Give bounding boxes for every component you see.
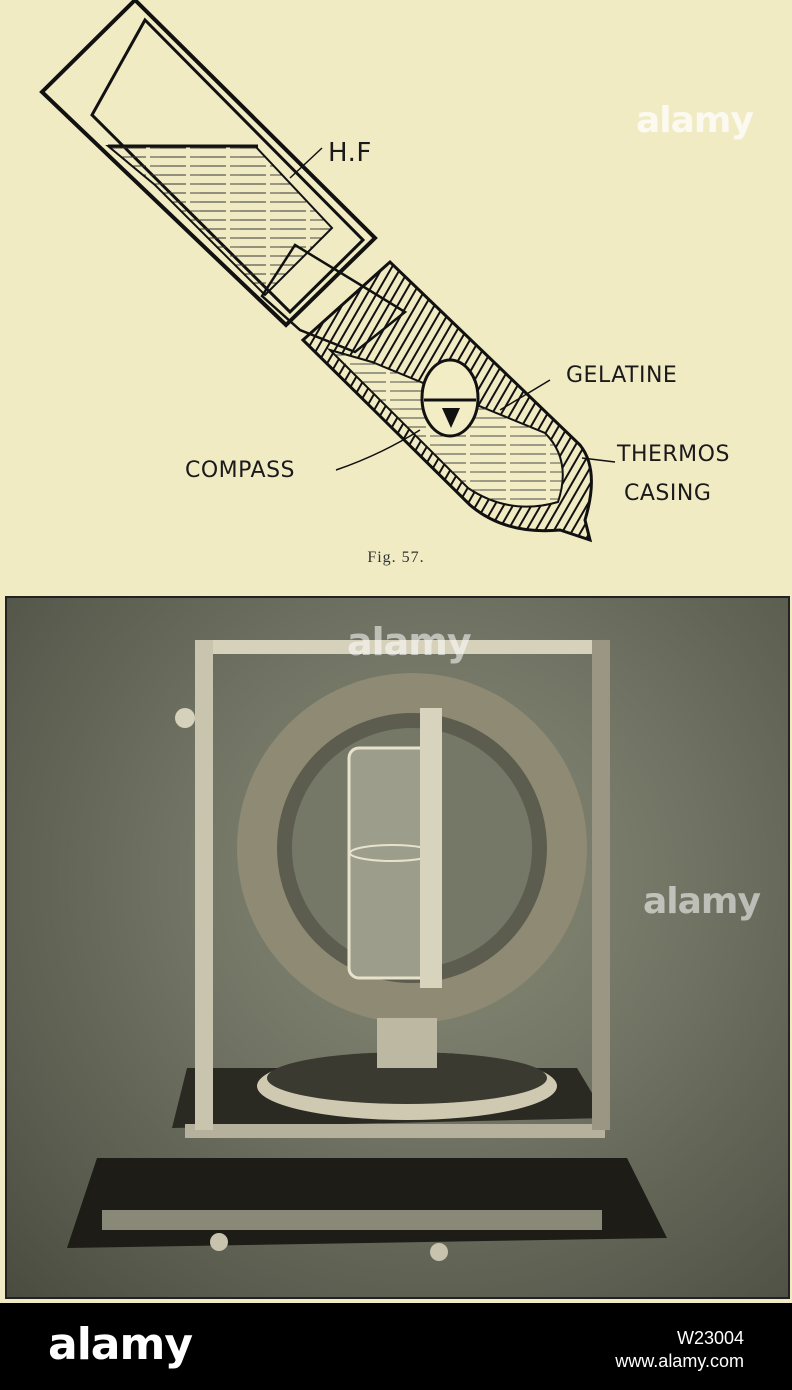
photo-watermark-top: alamy [347, 620, 471, 664]
diagram-watermark: alamy [636, 100, 753, 141]
instrument-illustration [7, 598, 788, 1297]
figure-caption: Fig. 57. [0, 549, 792, 567]
thermos-label-line1: THERMOS [617, 442, 730, 468]
gelatine-label: GELATINE [566, 363, 677, 389]
footer-logo: alamy [48, 1319, 192, 1370]
instrument-photo: alamy alamy [5, 596, 790, 1299]
thermos-label-line2: CASING [624, 481, 711, 507]
hf-liquid [108, 146, 332, 295]
hf-label: H.F [328, 140, 372, 166]
diagram-figure: H.F GELATINE COMPASS THERMOS CASING alam… [0, 0, 792, 590]
image-id: W23004 [615, 1327, 744, 1350]
compass-label: COMPASS [185, 458, 295, 484]
footer-id-block: W23004 www.alamy.com [615, 1327, 744, 1373]
photo-watermark-right: alamy [643, 881, 760, 922]
site-url[interactable]: www.alamy.com [615, 1350, 744, 1373]
footer-bar: alamy W23004 www.alamy.com [0, 1303, 792, 1390]
